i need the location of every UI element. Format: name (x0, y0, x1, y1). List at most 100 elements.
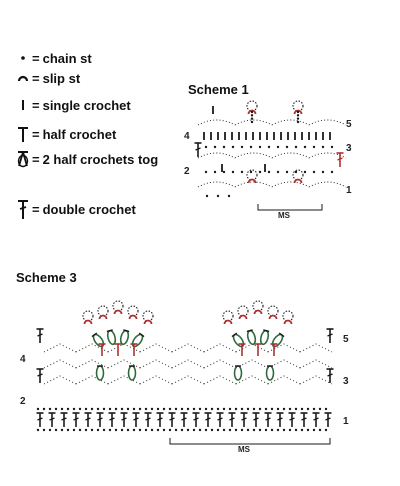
chain-stitch (300, 407, 304, 411)
scheme1-row-1: 1 (346, 185, 352, 196)
chain-stitch (267, 170, 271, 174)
hdc-cluster (95, 365, 105, 381)
chain-stitch (198, 407, 202, 411)
legend-label: chain st (42, 50, 92, 66)
picot-loop (267, 305, 279, 317)
double-crochet-icon (14, 199, 32, 219)
double-crochet-bar (181, 417, 187, 421)
chain-stitch (246, 407, 250, 411)
chain-stitch (231, 170, 235, 174)
chain-stitch (132, 428, 136, 432)
chain-stitch (72, 428, 76, 432)
chain-stitch (321, 170, 325, 174)
chain-arch (197, 119, 236, 126)
chain-stitch (303, 170, 307, 174)
double-crochet-bar (325, 417, 331, 421)
picot-loop (282, 310, 294, 322)
cluster-oval (259, 329, 270, 346)
chain-stitch (330, 170, 334, 174)
chain-stitch (252, 428, 256, 432)
slip-stitch (293, 178, 303, 184)
chain-stitch (288, 428, 292, 432)
chain-stitch (264, 428, 268, 432)
chain-stitch (324, 428, 328, 432)
chain-stitch (132, 407, 136, 411)
legend-eq: = (32, 97, 40, 113)
chain-stitch (96, 428, 100, 432)
chain-stitch (318, 407, 322, 411)
double-crochet-bar (97, 417, 103, 421)
slip-stitch (283, 319, 293, 325)
chain-net (299, 375, 333, 385)
chain-stitch (270, 407, 274, 411)
chain-stitch (288, 407, 292, 411)
chain-stitch (240, 407, 244, 411)
chain-net (267, 375, 301, 385)
slip-stitch (83, 319, 93, 325)
chain-stitch (180, 428, 184, 432)
chain-stitch (227, 194, 231, 198)
scheme1-row-4: 4 (184, 131, 190, 142)
chain-stitch (90, 428, 94, 432)
chain-net (203, 375, 237, 385)
double-crochet-bar (217, 417, 223, 421)
picot-loop (112, 300, 124, 312)
chain-net (171, 359, 205, 369)
chain-net (267, 359, 301, 369)
cluster-top (106, 329, 113, 333)
chain-stitch (84, 428, 88, 432)
chain-net (107, 343, 141, 353)
chain-stitch (234, 407, 238, 411)
chain-stitch (96, 407, 100, 411)
cluster-oval (246, 329, 257, 346)
double-crochet-bar (49, 417, 55, 421)
chain-arch (308, 119, 347, 126)
picot-loop (97, 305, 109, 317)
chain-arch (197, 152, 236, 159)
chain-stitch (78, 428, 82, 432)
chain-stitch (306, 428, 310, 432)
double-crochet-bar (145, 417, 151, 421)
double-crochet-bar (157, 417, 163, 421)
hdc-cluster (106, 329, 117, 346)
chain-stitch (306, 407, 310, 411)
chain-stitch (120, 407, 124, 411)
chain-stitch (276, 170, 280, 174)
chain-net (139, 343, 173, 353)
double-crochet-bar (37, 333, 43, 337)
chain-arch (271, 119, 310, 126)
hdc-cluster (233, 365, 243, 381)
chain-stitch (192, 407, 196, 411)
chain-stitch (72, 407, 76, 411)
chain-stitch (222, 407, 226, 411)
chain-stitch (213, 145, 217, 149)
chain-stitch (216, 194, 220, 198)
chain-stitch (126, 407, 130, 411)
slip-stitch (128, 314, 138, 320)
scheme1-row-3: 3 (346, 143, 352, 154)
chain-stitch (60, 407, 64, 411)
chain-stitch (42, 407, 46, 411)
chain-stitch (321, 145, 325, 149)
chain-stitch (78, 407, 82, 411)
chain-stitch (162, 407, 166, 411)
slip-stitch (268, 314, 278, 320)
legend-item-hdc2tog: = 2 half crochets tog (14, 149, 158, 169)
scheme1-chart (194, 100, 347, 211)
chain-arch (271, 152, 310, 159)
legend-item-slip: = slip st (14, 68, 80, 88)
chain-stitch (204, 407, 208, 411)
chain-stitch (250, 110, 254, 114)
chain-stitch-icon (14, 48, 32, 68)
chain-stitch (186, 428, 190, 432)
chain-stitch (249, 170, 253, 174)
picot-loop (246, 169, 258, 181)
double-crochet-bar (61, 417, 67, 421)
cluster-oval (95, 365, 105, 381)
scheme1-title: Scheme 1 (188, 82, 249, 97)
legend-eq: = (32, 201, 40, 217)
chain-stitch (294, 407, 298, 411)
scheme3-chart (36, 300, 334, 445)
legend-eq: = (32, 50, 40, 66)
double-crochet-bar (253, 417, 259, 421)
